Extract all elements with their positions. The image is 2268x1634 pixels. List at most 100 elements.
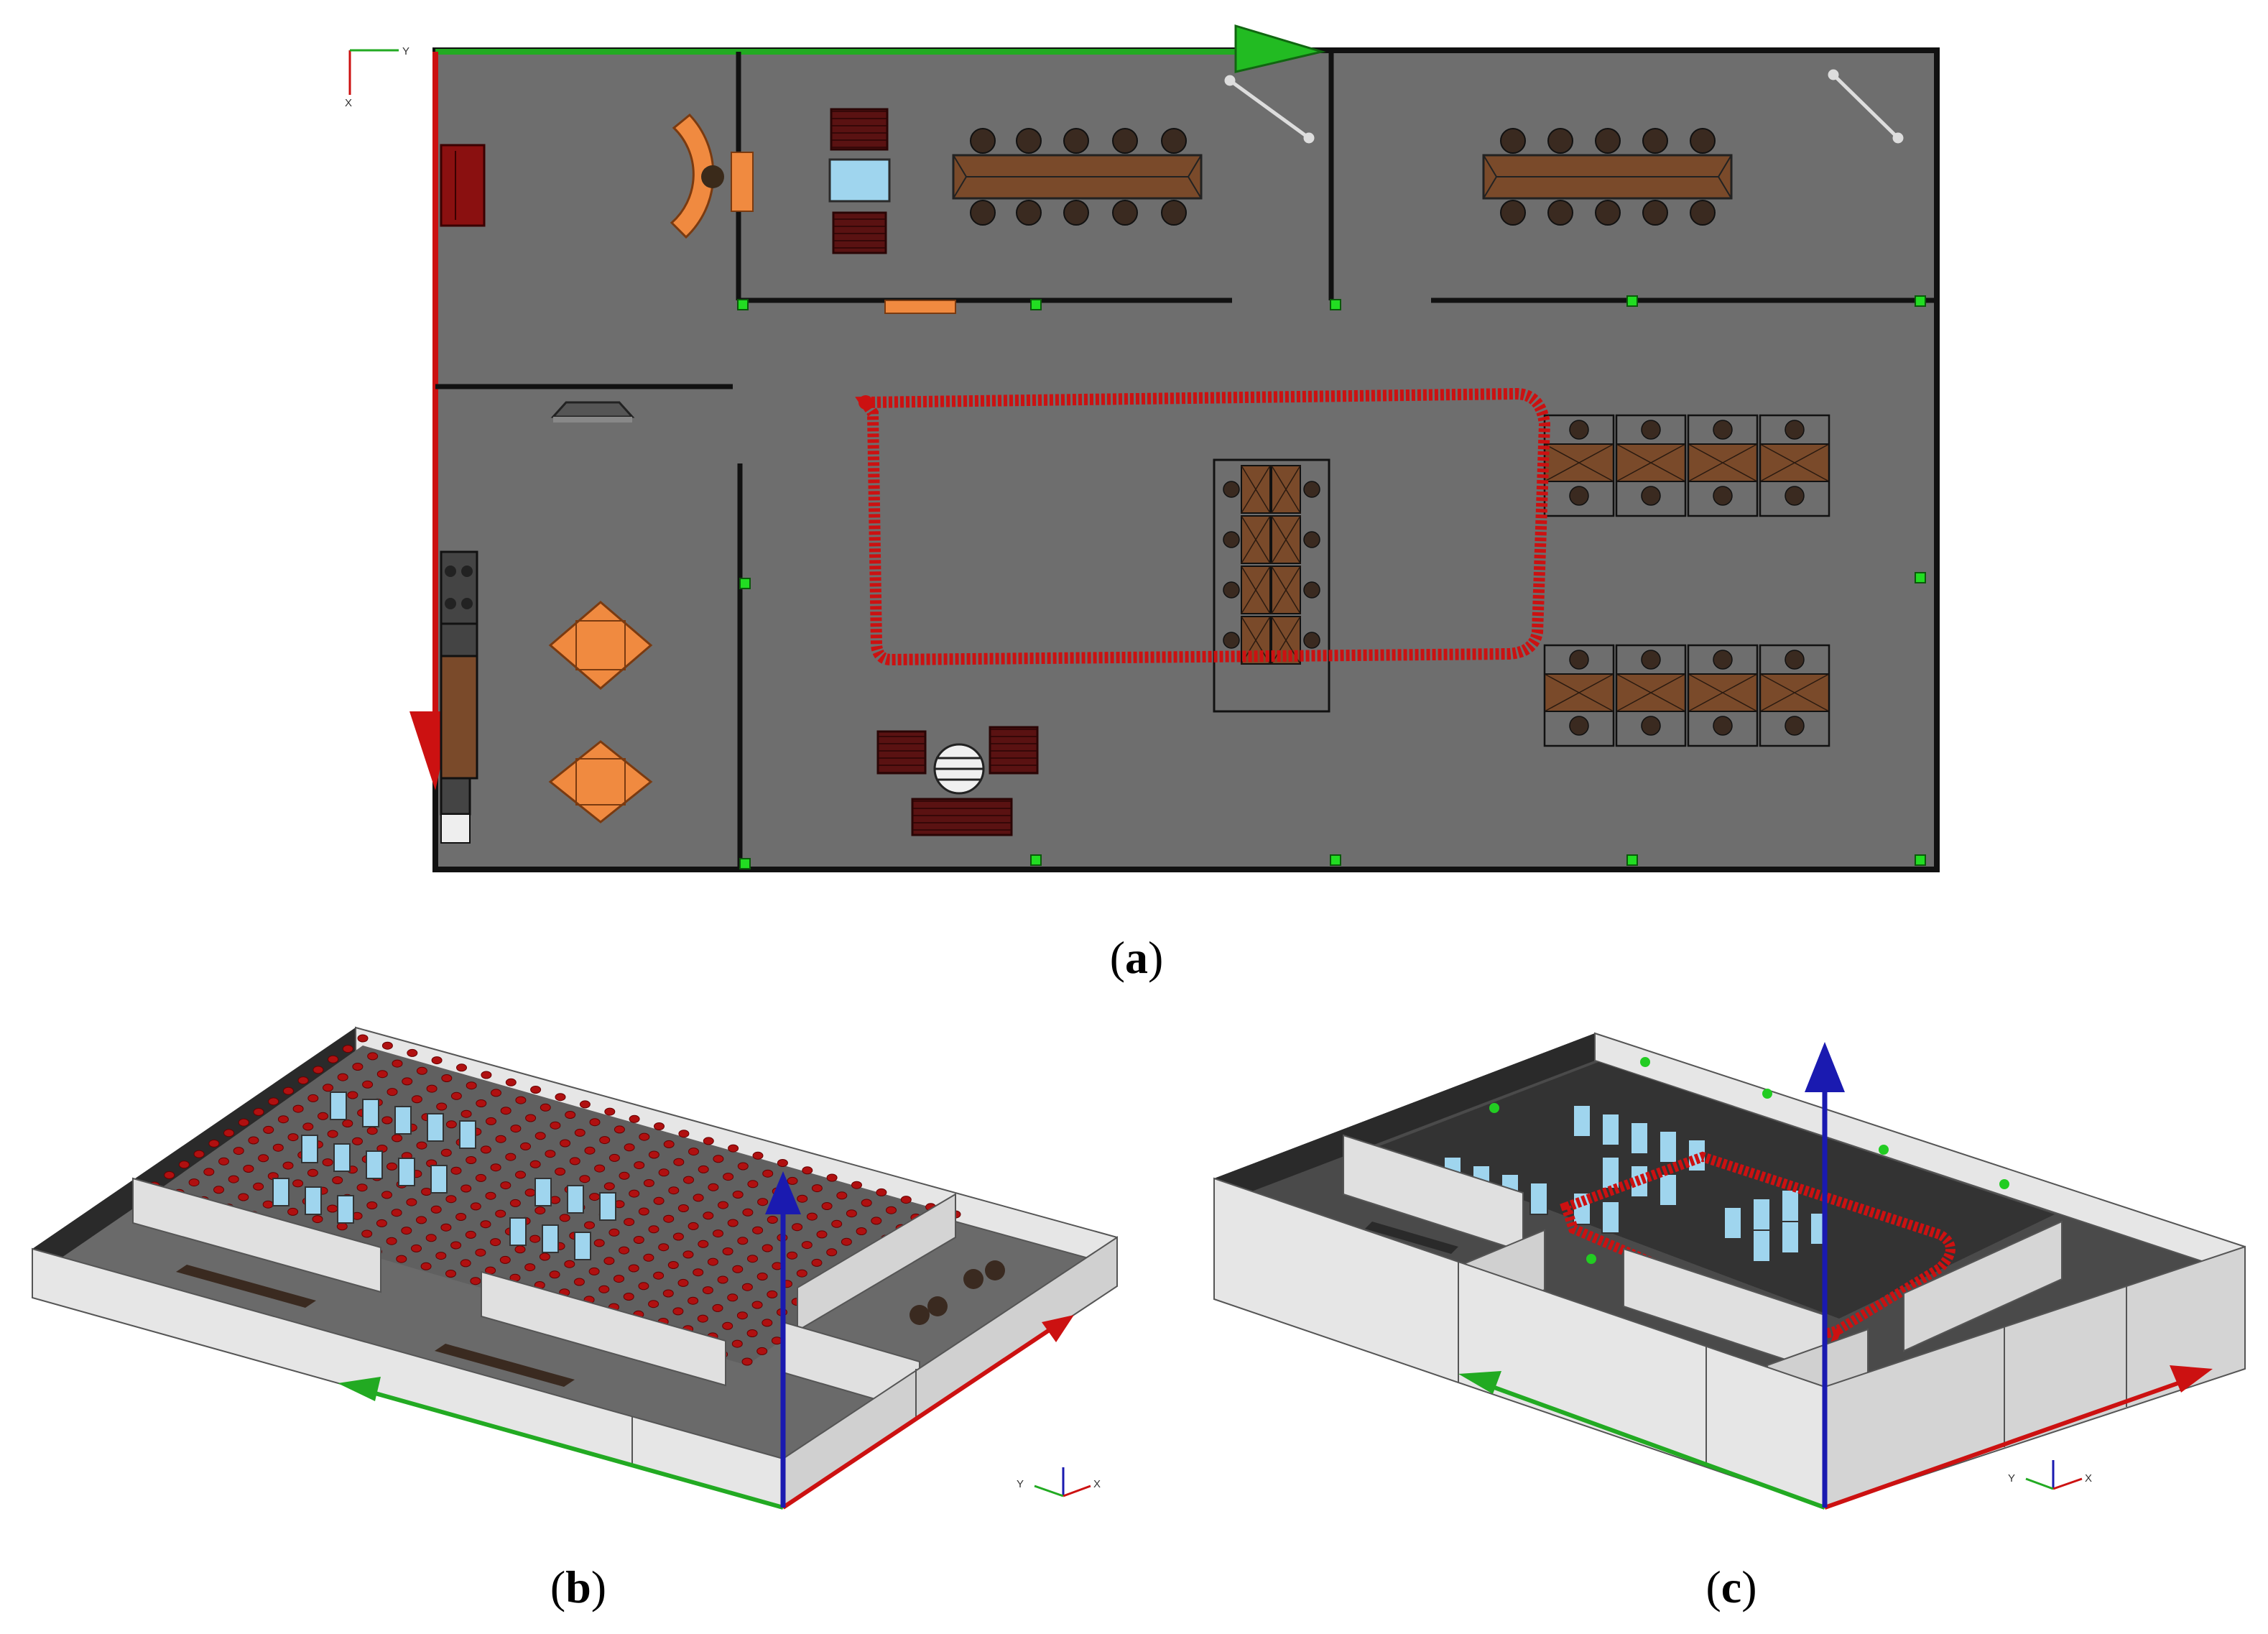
iso-b-receiver-point <box>856 1227 867 1235</box>
plan-cubicle-outline <box>1759 644 1830 747</box>
iso-b-receiver-point <box>455 1213 467 1221</box>
iso-b-receiver-point <box>178 1160 190 1169</box>
plan-cubicle-outline <box>1687 414 1759 517</box>
plan-cubicle-outline <box>1615 414 1687 517</box>
iso-b-receiver-point <box>624 1218 635 1227</box>
iso-b-receiver-point <box>272 1143 284 1152</box>
iso-b-receiver-point <box>876 1188 887 1196</box>
iso-b-receiver-point <box>623 1293 634 1301</box>
iso-b-partition-2 <box>481 1270 726 1387</box>
iso-b-receiver-point <box>505 1078 517 1086</box>
iso-b-receiver-point <box>702 1286 713 1295</box>
iso-b-receiver-point <box>549 1270 560 1279</box>
iso-b-receiver-point <box>593 1239 605 1247</box>
iso-b-receiver-point <box>436 1102 448 1111</box>
iso-b-receiver-point <box>841 1237 852 1246</box>
plan-desk-chair <box>1713 650 1733 670</box>
plan-right-desk <box>1616 443 1686 482</box>
iso-b-receiver-point <box>323 1084 333 1092</box>
plan-conference-room-2 <box>1482 128 1733 226</box>
plan-central-desk <box>1271 566 1301 614</box>
iso-b-receiver-point <box>332 1176 343 1184</box>
iso-b-receiver-point <box>811 1258 823 1267</box>
iso-b-receiver-point <box>836 1191 848 1200</box>
iso-b-receiver-point <box>420 1262 432 1270</box>
iso-b-receiver-point <box>401 1227 412 1235</box>
iso-b-receiver-point <box>302 1122 314 1131</box>
iso-b-receiver-point <box>193 1150 205 1158</box>
iso-b-receiver-point <box>366 1201 378 1209</box>
iso-b-receiver-point <box>797 1194 808 1203</box>
iso-b-receiver-point <box>366 1127 378 1135</box>
iso-b-y-axis <box>782 1319 1065 1510</box>
iso-b-receiver-point <box>731 1339 743 1348</box>
iso-b-receiver-point <box>499 1255 511 1264</box>
iso-b-receiver-point <box>411 1095 422 1104</box>
iso-b-receiver-point <box>688 1296 699 1305</box>
iso-b-receiver-point <box>386 1237 397 1245</box>
plan-lounge-chair-1 <box>830 108 889 151</box>
plan-sofa <box>440 144 486 227</box>
iso-b-receiver-point <box>579 1175 591 1183</box>
iso-b-receiver-point <box>466 1156 477 1164</box>
plan-entrance-bench <box>884 300 956 314</box>
iso-b-receiver-point <box>381 1116 393 1125</box>
iso-b-receiver-point <box>816 1230 828 1239</box>
iso-b-receiver-point <box>639 1132 650 1141</box>
iso-b-receiver-point <box>718 1201 728 1209</box>
iso-b-receiver-point <box>402 1077 413 1086</box>
iso-b-receiver-point <box>663 1214 675 1223</box>
plan-cubicle-outline <box>1543 644 1615 747</box>
iso-b-receiver-point <box>653 1271 665 1280</box>
iso-b-receiver-point <box>604 1107 616 1116</box>
iso-b-partition-1 <box>132 1177 381 1293</box>
iso-b-receiver-point <box>594 1164 606 1173</box>
plan-cubicle-outline <box>1687 644 1759 747</box>
plan-lounge-chair-4 <box>989 726 1039 775</box>
iso-b-receiver-point <box>727 1219 739 1227</box>
plan-reception-chair <box>701 165 724 188</box>
iso-b-back-wall-left <box>32 1028 356 1278</box>
iso-b-receiver-point <box>440 1148 452 1157</box>
iso-b-receiver-point <box>717 1275 728 1284</box>
plan-desk-chair <box>1785 716 1805 736</box>
iso-b-receiver-point <box>287 1207 299 1216</box>
plan-central-desk <box>1241 465 1271 514</box>
iso-b-receiver-point <box>654 1122 665 1130</box>
iso-b-receiver-point <box>391 1209 402 1217</box>
iso-b-receiver-point <box>746 1329 758 1337</box>
iso-b-receiver-point <box>421 1188 432 1196</box>
plan-right-desk <box>1616 673 1686 712</box>
iso-b-receiver-point <box>416 1216 427 1224</box>
iso-b-receiver-point <box>495 1209 506 1218</box>
iso-b-receiver-point <box>608 1153 620 1162</box>
iso-c-triad-x: X <box>2085 1472 2092 1485</box>
iso-b-receiver-point <box>336 1222 348 1231</box>
plan-dining-table-1 <box>548 601 653 690</box>
plan-desk-chair <box>1569 486 1589 506</box>
iso-b-triad-x: X <box>1093 1478 1101 1490</box>
plan-lounge-sofa <box>911 798 1013 836</box>
iso-b-receiver-point <box>589 1118 601 1127</box>
plan-desk-cluster-lower-right <box>1543 644 1830 747</box>
iso-b-receiver-point <box>425 1234 437 1242</box>
plan-lounge-chair-3 <box>876 730 927 775</box>
iso-b-receiver-point <box>762 1244 773 1252</box>
iso-b-receiver-point <box>233 1147 244 1155</box>
iso-b-receiver-point <box>614 1275 624 1283</box>
iso-b-receiver-point <box>515 1096 527 1104</box>
panel-a-floor-plan: Y X <box>345 24 1940 983</box>
iso-b-receiver-point <box>707 1257 718 1266</box>
iso-b-x-axis <box>351 1385 784 1510</box>
iso-b-receiver-point <box>767 1290 778 1298</box>
iso-b-receiver-point <box>584 1221 595 1229</box>
iso-c-open-area <box>1379 1062 2055 1319</box>
iso-b-receiver-point <box>629 1114 640 1123</box>
iso-b-receiver-point <box>445 1195 457 1204</box>
caption-b: (b) <box>550 1561 606 1612</box>
iso-b-receiver-point <box>619 1246 630 1255</box>
plan-desk-chair <box>1223 531 1240 548</box>
plan-access-points <box>737 295 1926 869</box>
iso-b-receiver-point <box>688 1148 699 1156</box>
